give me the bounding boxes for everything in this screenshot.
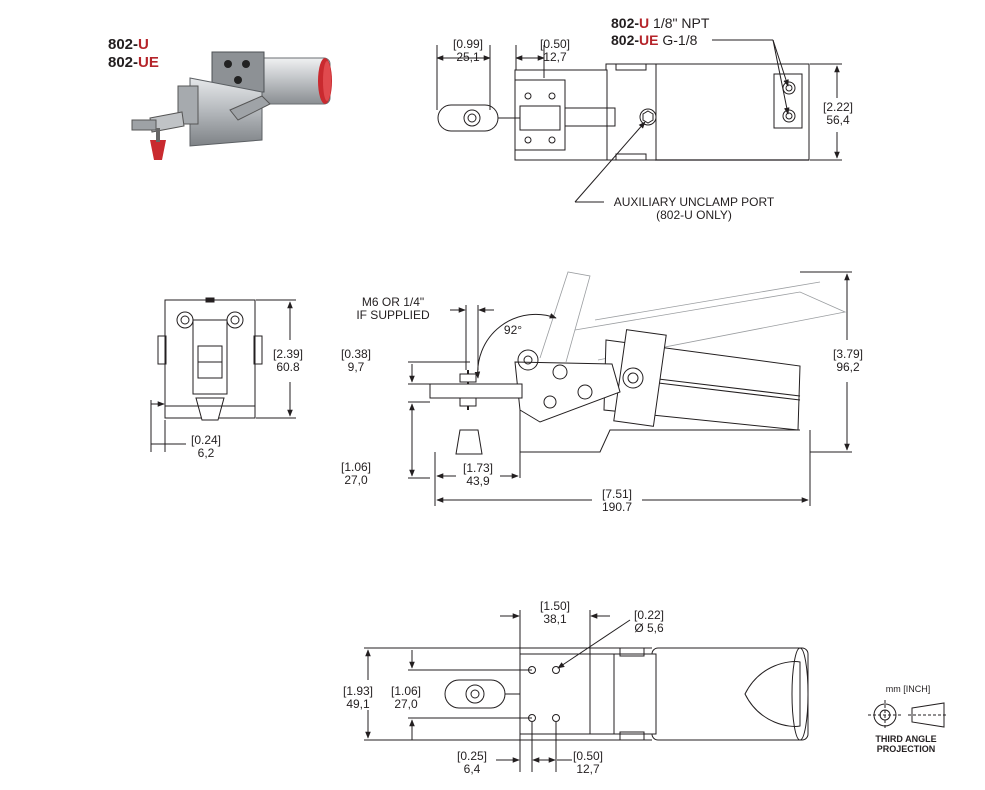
bottom-view [364,610,809,772]
bottom-dim-d-in: [1.06] [390,684,422,698]
bottom-dim-f: [0.50]12,7 [566,750,610,776]
bottom-dim-f-mm: 12,7 [576,762,600,776]
side-dim-c-in: [1.73] [462,461,494,475]
bottom-dim-f-in: [0.50] [572,749,604,763]
side-dim-b: [1.06]27,0 [334,461,378,487]
side-view [408,271,852,506]
side-angle: 92° [503,323,523,337]
port-u-suffix: U [639,15,650,31]
spindle-note-line1: M6 OR 1/4" [361,295,425,309]
top-dim-b: [0.50]12,7 [532,38,578,64]
aux-port-line2: (802-U ONLY) [656,208,732,222]
product-photo [131,51,332,160]
end-dim-h-mm: 60.8 [276,360,300,374]
top-dim-c-in: [2.22] [822,100,854,114]
model-ue-prefix: 802- [108,54,139,71]
bottom-dim-a-mm: 38,1 [543,612,567,626]
top-dim-a: [0.99]25,1 [448,38,488,64]
bottom-dim-e-in: [0.25] [456,749,488,763]
spindle-note-line2: IF SUPPLIED [356,308,430,322]
side-dim-b-mm: 27,0 [344,473,368,487]
port-u-thread: 1/8" NPT [653,15,710,31]
end-dim-h-in: [2.39] [272,347,304,361]
top-view [436,39,842,203]
side-dim-d-in: [7.51] [601,487,633,501]
model-u-prefix: 802- [108,36,139,53]
side-dim-a-mm: 9,7 [347,360,365,374]
top-dim-b-mm: 12,7 [543,50,567,64]
end-view [150,297,296,452]
top-dim-a-in: [0.99] [452,37,484,51]
projection-line2: PROJECTION [876,744,936,754]
model-802-u-label: 802-U [108,36,149,54]
model-ue-suffix: UE [138,54,159,71]
model-802-ue-label: 802-UE [108,54,159,72]
aux-port-note: AUXILIARY UNCLAMP PORT(802-U ONLY) [602,196,786,222]
port-u-callout: 802-U 1/8" NPT [611,14,709,32]
bottom-dim-d-mm: 27,0 [394,697,418,711]
aux-port-line1: AUXILIARY UNCLAMP PORT [613,195,775,209]
bottom-dim-a-in: [1.50] [539,599,571,613]
port-u-prefix: 802- [611,15,640,31]
units-label: mm [INCH] [885,684,931,694]
side-dim-d-mm: 190.7 [601,500,633,514]
port-ue-callout: 802-UE G-1/8 [611,31,697,49]
side-dim-c: [1.73]43,9 [456,462,500,488]
spindle-thread-note: M6 OR 1/4"IF SUPPLIED [348,296,438,322]
port-ue-prefix: 802- [611,32,640,48]
bottom-dim-c-in: [1.93] [342,684,374,698]
end-dim-w-in: [0.24] [190,433,222,447]
bottom-dim-b-in: [0.22] [633,608,665,622]
top-dim-c: [2.22]56,4 [816,101,860,127]
bottom-dim-c-mm: 49,1 [346,697,370,711]
port-ue-thread: G-1/8 [662,32,698,48]
side-dim-e-mm: 96,2 [836,360,860,374]
top-dim-c-mm: 56,4 [826,113,850,127]
end-dim-w-mm: 6,2 [197,446,215,460]
bottom-dim-c: [1.93]49,1 [336,685,380,711]
side-dim-e: [3.79]96,2 [826,348,870,374]
bottom-dim-e-mm: 6,4 [463,762,481,776]
side-dim-a: [0.38]9,7 [334,348,378,374]
top-dim-b-in: [0.50] [539,37,571,51]
bottom-dim-e: [0.25]6,4 [450,750,494,776]
end-dim-h: [2.39]60.8 [266,348,310,374]
third-angle-projection-symbol [868,700,948,730]
projection-line1: THIRD ANGLE [875,734,937,744]
bottom-dim-d: [1.06]27,0 [384,685,428,711]
port-ue-suffix: UE [639,32,659,48]
side-dim-c-mm: 43,9 [466,474,490,488]
model-u-suffix: U [138,36,149,53]
end-dim-w: [0.24]6,2 [184,434,228,460]
bottom-dim-a: [1.50]38,1 [533,600,577,626]
side-dim-b-in: [1.06] [340,460,372,474]
side-dim-e-in: [3.79] [832,347,864,361]
side-dim-d: [7.51]190.7 [594,488,640,514]
top-dim-a-mm: 25,1 [456,50,480,64]
side-dim-a-in: [0.38] [340,347,372,361]
bottom-dim-b-mm: Ø 5,6 [634,621,664,635]
bottom-dim-b: [0.22]Ø 5,6 [626,609,672,635]
